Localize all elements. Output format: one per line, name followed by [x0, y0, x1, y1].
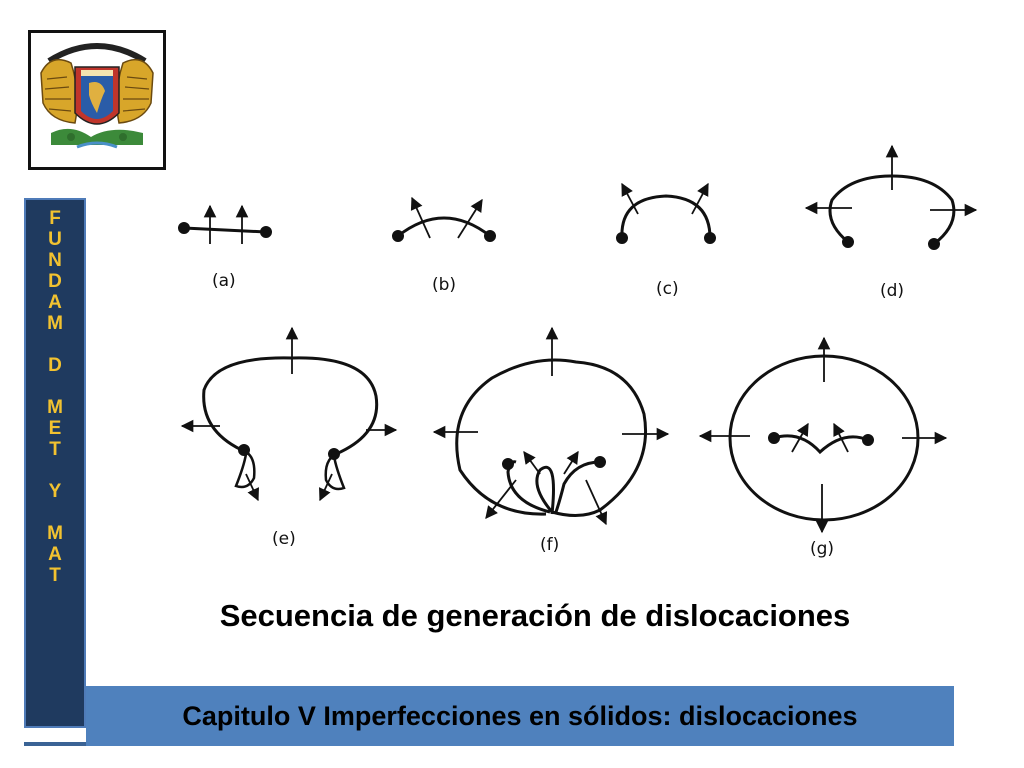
- label-a: (a): [212, 271, 236, 291]
- sidebar-letter: U: [48, 229, 62, 250]
- sidebar-letter: A: [48, 292, 62, 313]
- sidebar-letter: E: [48, 418, 62, 439]
- footer-bar: [86, 686, 954, 746]
- chapter-title: Capitulo V Imperfecciones en sólidos: di…: [182, 700, 858, 731]
- sidebar-letter: A: [48, 544, 62, 565]
- stage-c-dislocation: [616, 182, 716, 244]
- stage-g-dislocation: [698, 336, 948, 534]
- sidebar-letter: M: [47, 397, 63, 418]
- unam-logo: [28, 30, 166, 170]
- stage-e-dislocation: [180, 326, 398, 502]
- stage-b-dislocation: [392, 196, 496, 242]
- sidebar-letter: D: [48, 355, 62, 376]
- label-f: (f): [540, 535, 559, 555]
- sidebar: F U N D A M D M E T Y M A T: [24, 198, 86, 728]
- sidebar-letter: [26, 334, 84, 355]
- sidebar-letter: T: [49, 565, 61, 586]
- stage-d-dislocation: [804, 144, 978, 250]
- sidebar-letter: [26, 502, 84, 523]
- label-b: (b): [432, 275, 456, 295]
- stage-f-dislocation: [432, 326, 670, 526]
- label-g: (g): [810, 539, 834, 559]
- sidebar-letter: N: [48, 250, 62, 271]
- sidebar-letter: [26, 376, 84, 397]
- coat-of-arms-icon: [40, 43, 154, 149]
- label-e: (e): [272, 529, 296, 549]
- sidebar-letter: F: [49, 208, 61, 229]
- sidebar-vertical-title: F U N D A M D M E T Y M A T: [26, 208, 84, 586]
- sidebar-letter: T: [49, 439, 61, 460]
- sidebar-letter: M: [47, 313, 63, 334]
- figure-caption: Secuencia de generación de dislocaciones: [219, 598, 851, 633]
- sidebar-letter: D: [48, 271, 62, 292]
- dislocation-sequence-diagram: (a) (b) (c) (d) (e) (f) (g): [178, 144, 978, 559]
- label-c: (c): [656, 279, 679, 299]
- label-d: (d): [880, 281, 904, 301]
- sidebar-letter: M: [47, 523, 63, 544]
- stage-a-dislocation: [178, 204, 272, 244]
- sidebar-letter: [26, 460, 84, 481]
- sidebar-letter: Y: [48, 481, 62, 502]
